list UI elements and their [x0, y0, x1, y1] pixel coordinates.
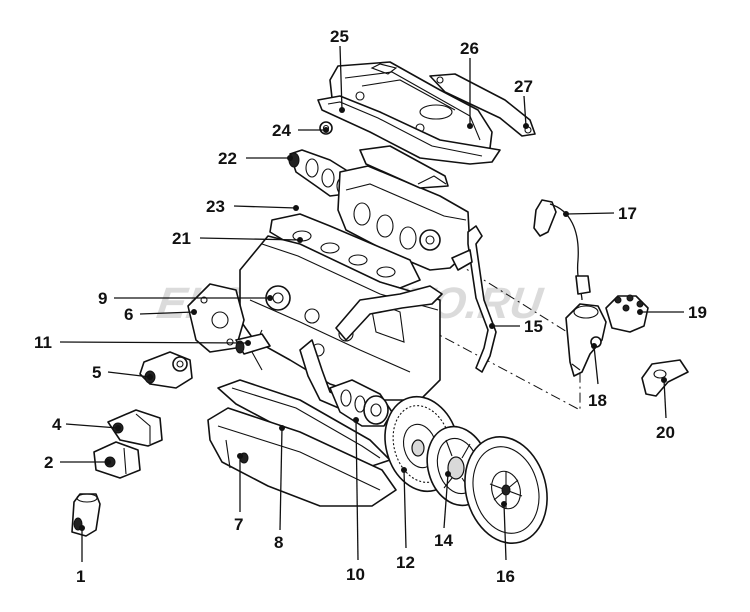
part-21-head-gasket	[269, 213, 421, 289]
callout-17: 17	[618, 204, 637, 223]
leader-lines	[59, 45, 684, 562]
callout-1: 1	[76, 567, 85, 586]
callout-16: 16	[496, 567, 515, 586]
callout-23: 23	[206, 197, 225, 216]
part-16-pressure-plate	[464, 436, 548, 544]
part-23-cylinder-head	[337, 145, 471, 271]
part-15-dipstick	[451, 225, 497, 373]
part-24-gasket	[317, 95, 501, 165]
part-7-oil-pan	[207, 407, 397, 507]
part-2-engine-mount	[93, 441, 141, 479]
callout-20: 20	[656, 423, 675, 442]
callout-6: 6	[124, 305, 133, 324]
callout-11: 11	[34, 333, 52, 352]
callout-4: 4	[52, 415, 62, 434]
callout-18: 18	[588, 391, 607, 410]
callout-26: 26	[460, 39, 479, 58]
assembly-axis-line	[429, 261, 581, 411]
callout-9: 9	[98, 289, 107, 308]
callout-25: 25	[330, 27, 349, 46]
part-26-valve-cover	[329, 61, 493, 153]
part-19-distributor-cap	[605, 294, 649, 333]
part-18-distributor	[565, 303, 607, 377]
callout-24: 24	[272, 121, 291, 140]
part-11-pipe	[235, 333, 271, 355]
part-17-sensor	[533, 199, 591, 301]
part-6-cover	[187, 283, 245, 353]
callout-5: 5	[92, 363, 101, 382]
callout-19: 19	[688, 303, 707, 322]
part-1-rubber-mount	[71, 493, 101, 537]
callout-2: 2	[44, 453, 53, 472]
callout-7: 7	[234, 515, 243, 534]
callout-27: 27	[514, 77, 533, 96]
callout-14: 14	[434, 531, 453, 550]
callout-15: 15	[524, 317, 543, 336]
callout-8: 8	[274, 533, 283, 552]
callout-12: 12	[396, 553, 415, 572]
part-10-crankshaft	[329, 379, 393, 427]
callout-21: 21	[172, 229, 191, 248]
callout-22: 22	[218, 149, 237, 168]
part-9-water-pump	[265, 285, 291, 311]
callout-10: 10	[346, 565, 365, 584]
callout-labels: 1 2 4 5 6 7 8 9 10 11 12 14 15 16 17 18 …	[34, 27, 707, 586]
part-5-thermostat-housing	[139, 351, 193, 389]
